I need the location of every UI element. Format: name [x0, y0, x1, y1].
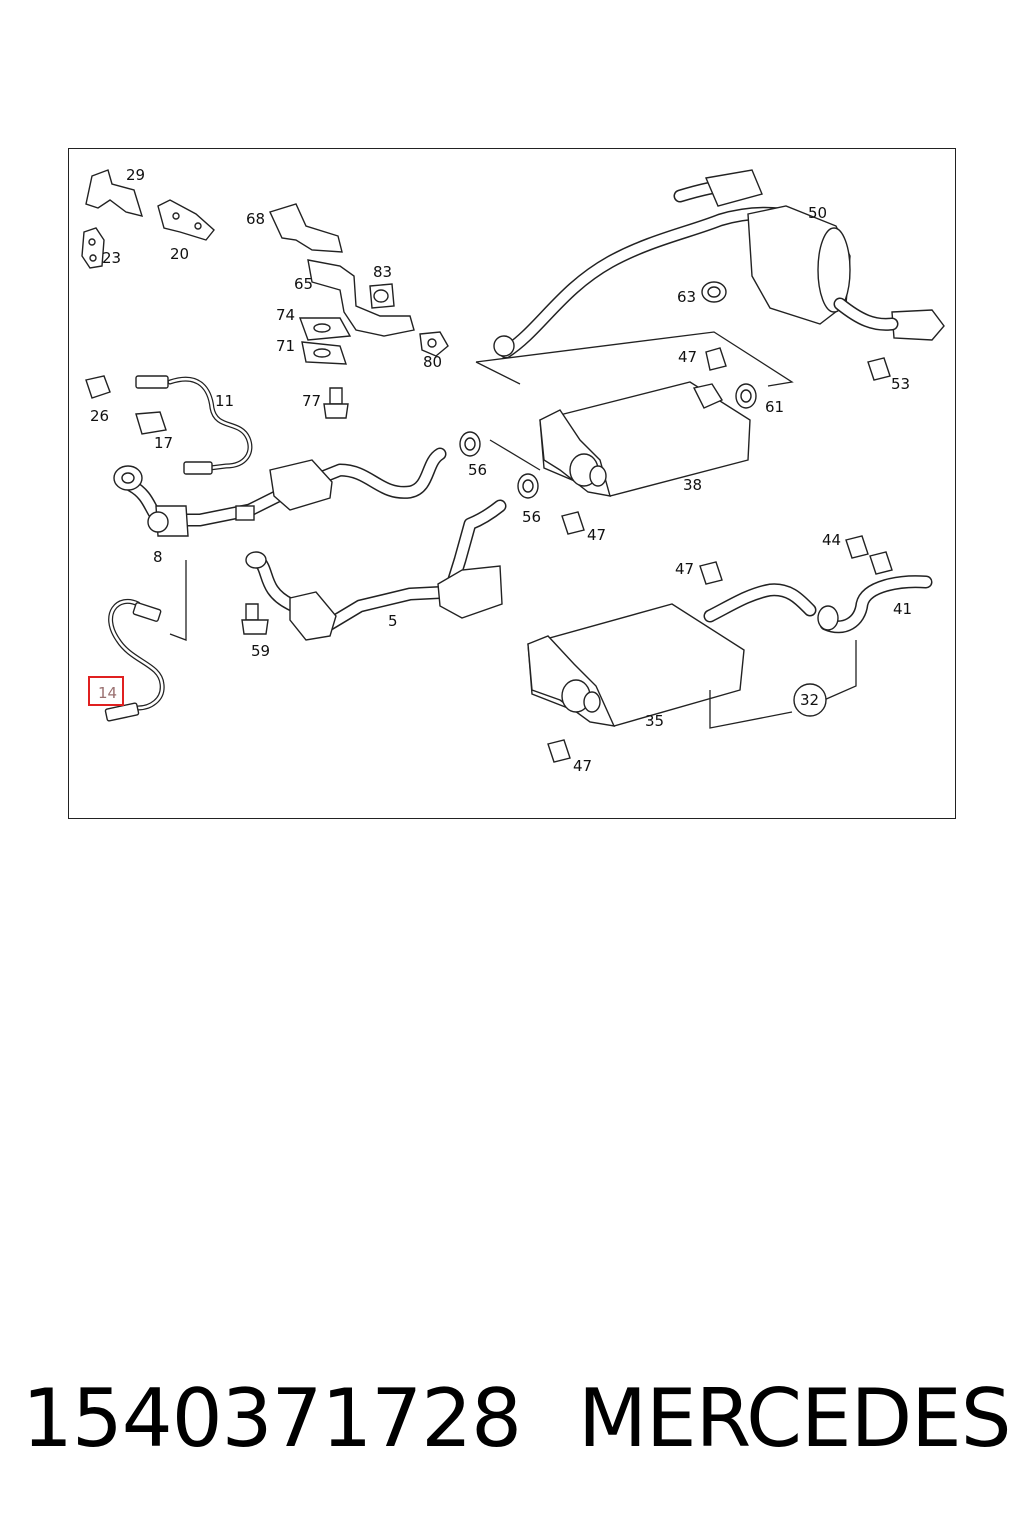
callout-71: 71	[276, 337, 295, 355]
muffler-50	[705, 169, 945, 341]
callout-56-lower: 56	[522, 508, 541, 526]
tailpipe-41	[817, 575, 933, 634]
callout-47-a: 47	[678, 348, 697, 366]
rubber-mount-74	[299, 317, 352, 341]
rubber-mount-44-a	[845, 535, 869, 559]
callout-56-upper: 56	[468, 461, 487, 479]
callout-17: 17	[154, 434, 173, 452]
clamp-56-upper	[459, 431, 481, 457]
callout-11: 11	[215, 392, 234, 410]
callout-29: 29	[126, 166, 145, 184]
clip-26	[85, 375, 111, 399]
callout-65: 65	[294, 275, 313, 293]
callout-23: 23	[102, 249, 121, 267]
bracket-65	[307, 259, 415, 337]
rubber-mount-44-b	[869, 551, 893, 575]
bracket-20	[157, 199, 215, 241]
callout-63: 63	[677, 288, 696, 306]
callout-77: 77	[302, 392, 321, 410]
muffler-35	[527, 583, 817, 727]
brand-name: MERCEDES	[578, 1372, 1012, 1465]
highlight-box-14	[88, 676, 124, 706]
callout-44: 44	[822, 531, 841, 549]
front-pipe-5	[245, 499, 507, 641]
callout-26: 26	[90, 407, 109, 425]
exhaust-diagram-frame	[68, 148, 956, 819]
callout-14: 14	[98, 684, 117, 702]
bracket-29	[85, 169, 144, 217]
clip-80	[419, 331, 449, 357]
clamp-63	[701, 281, 727, 303]
gasket-23	[81, 227, 105, 269]
front-pipe-8	[113, 447, 447, 537]
callout-47-d: 47	[573, 757, 592, 775]
callout-20: 20	[170, 245, 189, 263]
oxygen-sensor-14	[104, 599, 165, 722]
part-number: 1540371728	[22, 1372, 522, 1465]
callout-47-b: 47	[587, 526, 606, 544]
callout-74: 74	[276, 306, 295, 324]
callout-50: 50	[808, 204, 827, 222]
bolt-77	[323, 387, 349, 419]
callout-5: 5	[388, 612, 398, 630]
callout-38: 38	[683, 476, 702, 494]
callout-41: 41	[893, 600, 912, 618]
callout-47-c: 47	[675, 560, 694, 578]
rubber-mount-47-c	[699, 561, 723, 585]
muffler-38	[539, 381, 751, 497]
bolt-59	[241, 603, 269, 635]
rubber-mount-47-a	[705, 347, 727, 371]
callout-61: 61	[765, 398, 784, 416]
callout-53: 53	[891, 375, 910, 393]
rubber-mount-47-d	[547, 739, 571, 763]
callout-32: 32	[800, 691, 819, 709]
callout-80: 80	[423, 353, 442, 371]
oxygen-sensor-11	[135, 375, 253, 475]
callout-68: 68	[246, 210, 265, 228]
rubber-mount-53	[867, 357, 891, 381]
footer: 1540371728 MERCEDES	[0, 1372, 1024, 1465]
callout-circle-32	[793, 683, 827, 717]
callout-83: 83	[373, 263, 392, 281]
clamp-61	[735, 383, 757, 409]
rubber-mount-47-b	[561, 511, 585, 535]
rear-pipe	[493, 177, 787, 359]
callout-8: 8	[153, 548, 163, 566]
clip-17	[135, 411, 167, 435]
bracket-68	[269, 203, 343, 253]
rubber-mount-83	[369, 283, 395, 309]
callout-59: 59	[251, 642, 270, 660]
rubber-mount-71	[301, 341, 347, 365]
clamp-56-lower	[517, 473, 539, 499]
callout-35: 35	[645, 712, 664, 730]
exhaust-system-diagram: 29 23 20 68 65 83 74 71 80 77 26 17 11 8…	[81, 166, 945, 775]
